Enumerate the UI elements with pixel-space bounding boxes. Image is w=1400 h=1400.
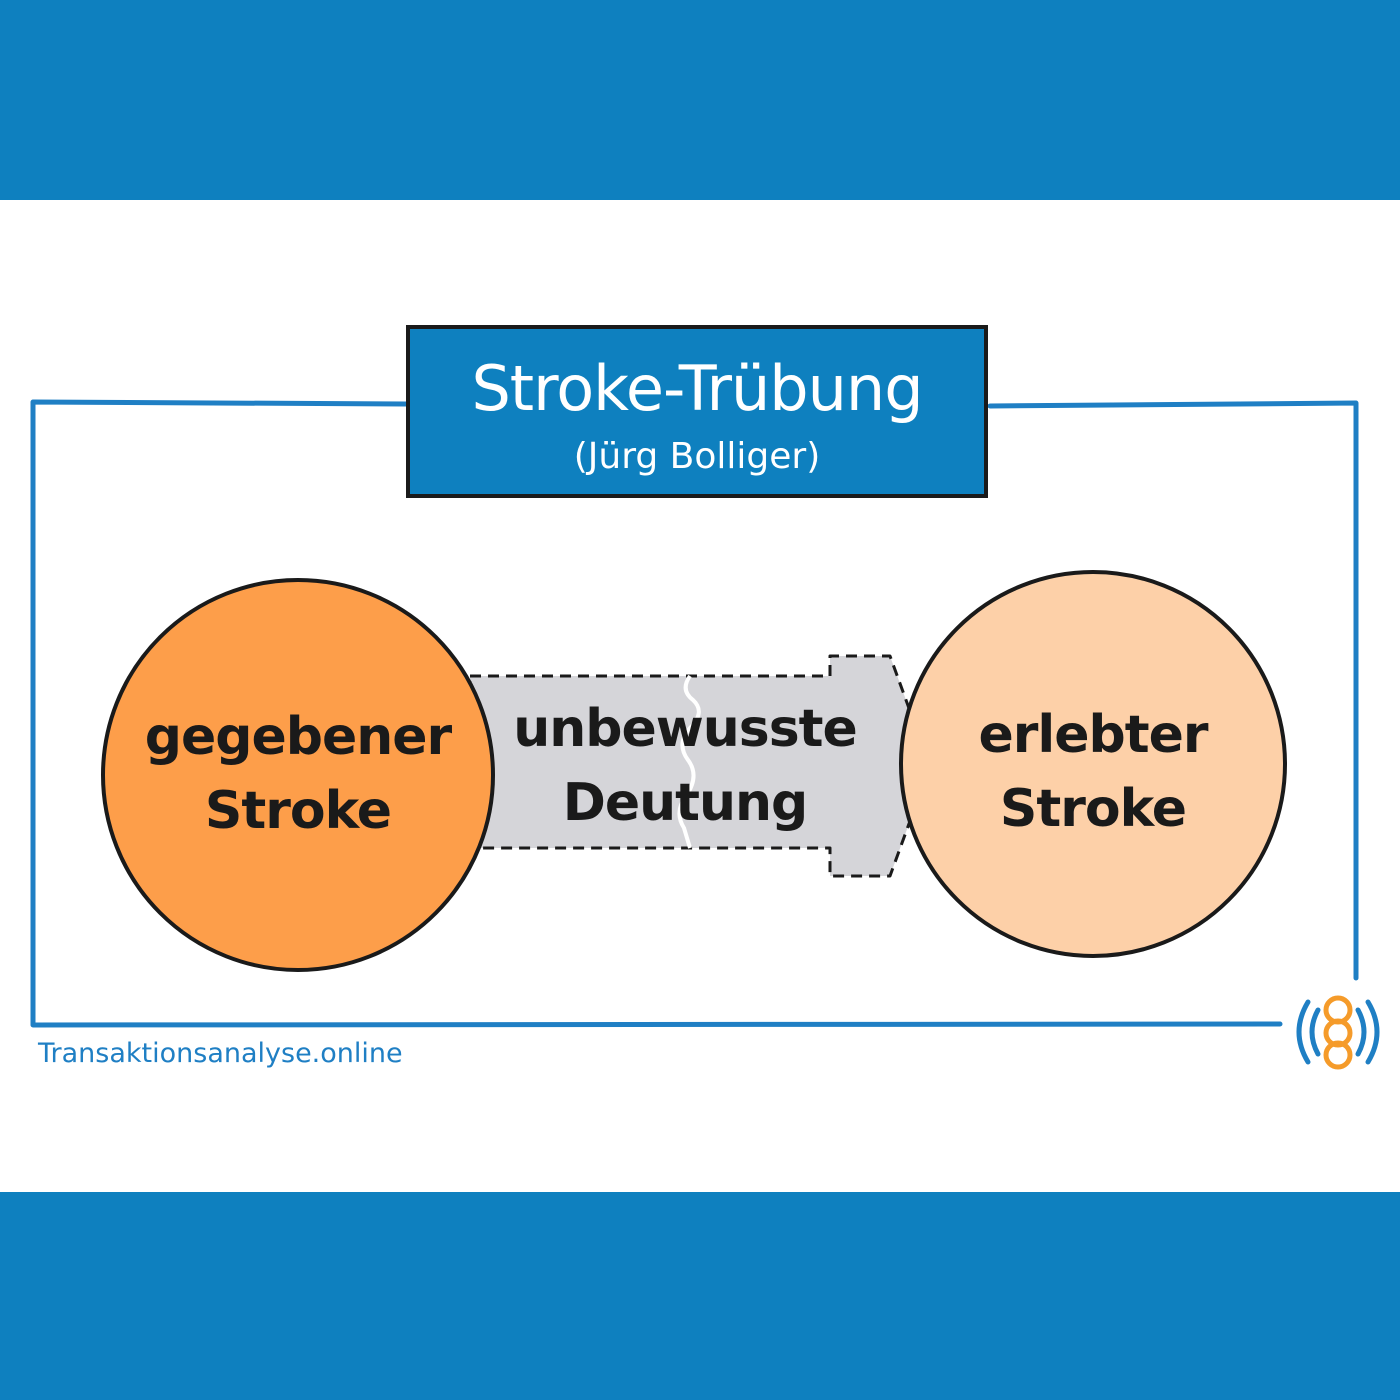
experienced-stroke-circle xyxy=(899,570,1287,958)
top-banner xyxy=(0,0,1400,200)
experienced-stroke-line2: Stroke xyxy=(999,779,1187,839)
interpretation-label: unbewusste Deutung xyxy=(500,692,870,840)
given-stroke-circle xyxy=(101,578,495,972)
arrow-crack xyxy=(677,674,701,849)
given-stroke-line1: gegebener xyxy=(144,707,452,767)
broadcast-chain-logo xyxy=(1296,995,1380,1070)
diagram-author: (Jürg Bolliger) xyxy=(573,436,821,477)
diagram-title: Stroke-Trübung xyxy=(471,352,923,425)
experienced-stroke-label: erlebter Stroke xyxy=(918,698,1268,846)
title-box: Stroke-Trübung (Jürg Bolliger) xyxy=(406,325,988,498)
bottom-banner xyxy=(0,1192,1400,1400)
interpretation-line1: unbewusste xyxy=(513,699,858,759)
website-link[interactable]: Transaktionsanalyse.online xyxy=(38,1038,403,1069)
outer-frame xyxy=(30,399,1359,1028)
given-stroke-line2: Stroke xyxy=(204,781,392,841)
interpretation-line2: Deutung xyxy=(562,773,809,833)
experienced-stroke-line1: erlebter xyxy=(978,705,1209,765)
given-stroke-label: gegebener Stroke xyxy=(118,700,478,848)
